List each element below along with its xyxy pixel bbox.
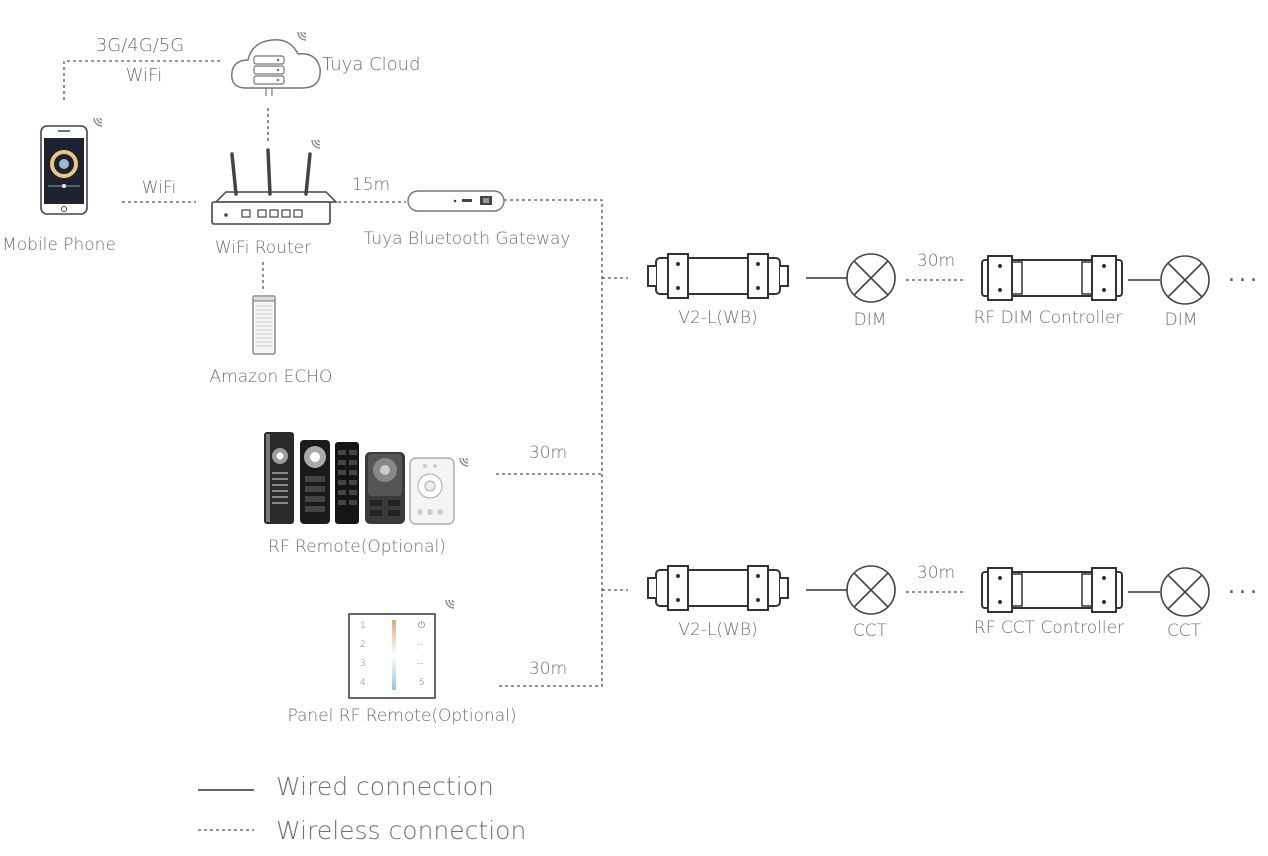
amazon-echo-icon: [252, 295, 276, 355]
lamp-cct-row2b-icon: [1160, 567, 1210, 617]
bluetooth-gateway-icon: [407, 190, 505, 212]
row2-distance-label: 30m: [916, 563, 956, 583]
row2-more: ...: [1228, 574, 1261, 599]
lamp-row2b-label: CCT: [1166, 621, 1202, 641]
driver-row2-icon: [647, 565, 789, 611]
panel-key-4: 4: [360, 678, 366, 688]
rf-dim-controller-icon: [981, 255, 1123, 301]
panel-key-2: 2: [360, 640, 366, 650]
phone-router-link-label: WiFi: [141, 178, 177, 198]
wired-links: [198, 277, 1160, 791]
rf-remotes-icon: [264, 432, 455, 525]
gateway-bus-link: [496, 199, 603, 687]
lamp-row2-label: CCT: [852, 621, 888, 641]
network-type-top-label: 3G/4G/5G: [95, 35, 185, 56]
panel-remote-distance-label: 30m: [528, 659, 568, 679]
gateway-distance-label: 15m: [351, 175, 391, 195]
rf-remote-distance-label: 30m: [528, 443, 568, 463]
lamp-dim-row1b-icon: [1160, 255, 1210, 305]
row1-distance-label: 30m: [916, 251, 956, 271]
rf-cct-controller-label: RF CCT Controller: [973, 618, 1125, 638]
panel-rf-remote-icon: [348, 613, 436, 699]
cloud-label: Tuya Cloud: [322, 54, 421, 75]
cloud-wifi-icon: [297, 31, 307, 41]
rf-dim-controller-label: RF DIM Controller: [973, 308, 1123, 328]
phone-wifi-icon: [93, 117, 103, 127]
legend-wireless-label: Wireless connection: [276, 816, 527, 845]
lamp-cct-row2-icon: [846, 565, 896, 615]
echo-label: Amazon ECHO: [209, 367, 333, 387]
mobile-phone-icon: [40, 125, 88, 215]
rf-cct-controller-icon: [981, 567, 1123, 613]
phone-cloud-link: [63, 60, 220, 100]
driver-row2-label: V2-L(WB): [678, 620, 758, 640]
wifi-router-icon: [211, 148, 338, 225]
panel-key-5: 5: [419, 678, 425, 688]
lamp-row1-label: DIM: [853, 310, 887, 330]
legend-wired-label: Wired connection: [276, 772, 494, 801]
panel-brightness-down-icon: -̣̇-: [417, 640, 424, 650]
router-wifi-icon: [311, 139, 321, 149]
driver-row1-label: V2-L(WB): [678, 308, 758, 328]
panel-brightness-up-icon: -̣̇-: [417, 659, 424, 669]
driver-row1-icon: [647, 253, 789, 299]
network-type-bottom-label: WiFi: [125, 65, 163, 86]
rf-remote-label: RF Remote(Optional): [268, 537, 446, 557]
lamp-row1b-label: DIM: [1164, 310, 1198, 330]
panel-key-3: 3: [360, 659, 366, 669]
panel-wifi-icon: [445, 599, 455, 609]
panel-key-1: 1: [360, 621, 366, 631]
mobile-phone-label: Mobile Phone: [2, 235, 116, 255]
panel-remote-label: Panel RF Remote(Optional): [287, 706, 517, 726]
rf-remote-wifi-icon: [459, 457, 469, 467]
gateway-label: Tuya Bluetooth Gateway: [363, 229, 571, 249]
cloud-icon: [231, 39, 321, 96]
panel-power-icon: ⏻: [418, 621, 426, 631]
row1-more: ...: [1228, 262, 1261, 287]
router-label: WiFi Router: [214, 238, 312, 258]
lamp-dim-row1-icon: [846, 253, 896, 303]
wireless-links: [63, 60, 966, 831]
